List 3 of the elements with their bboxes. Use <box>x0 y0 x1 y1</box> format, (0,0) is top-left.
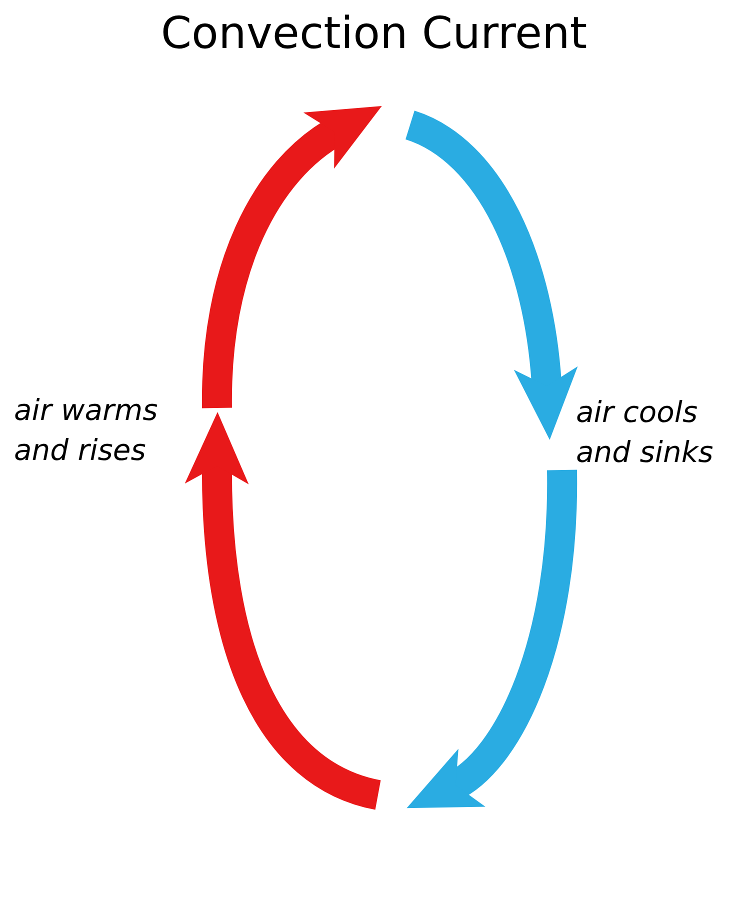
label-text: air warms and rises <box>14 392 159 469</box>
title: Convection Current <box>160 8 588 59</box>
label-text: air cools and sinks <box>576 394 714 471</box>
